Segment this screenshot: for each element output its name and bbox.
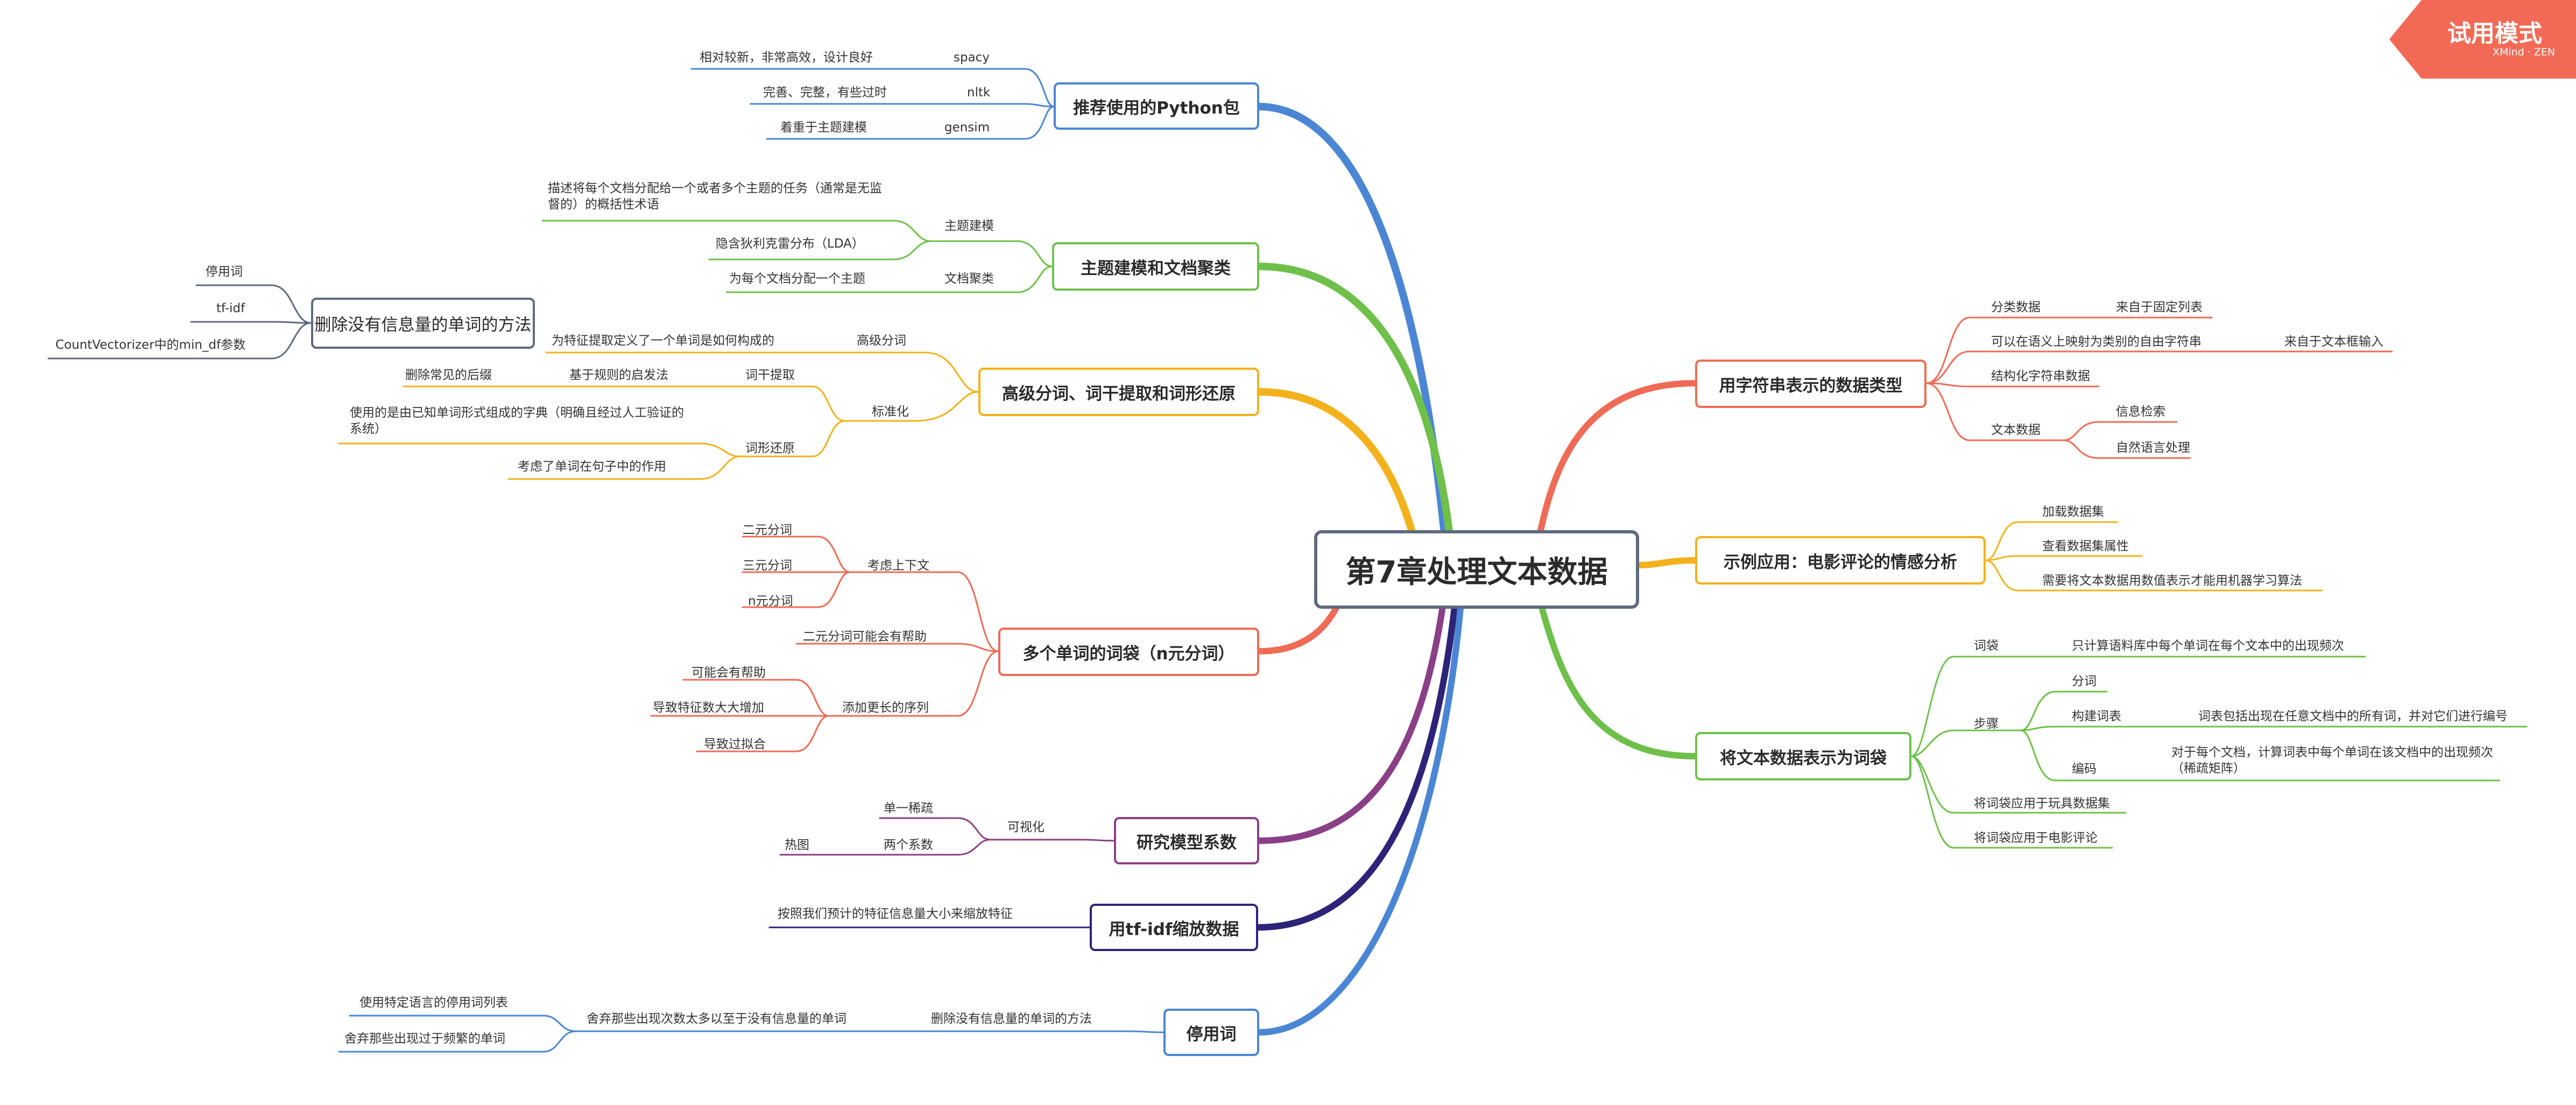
- branch-topic: [1255, 263, 1457, 572]
- branch-stop: [1256, 567, 1467, 1036]
- leaf-doc-clustering[interactable]: 文档聚类: [944, 272, 994, 286]
- leaf-may-help[interactable]: 可能会有帮助: [691, 666, 766, 680]
- branch-python: [1255, 103, 1451, 572]
- leaf-stemming[interactable]: 词干提取: [745, 368, 795, 382]
- leaf-min-df[interactable]: CountVectorizer中的min_df参数: [55, 338, 246, 352]
- leaf-dataset-attrs[interactable]: 查看数据集属性: [2042, 539, 2129, 553]
- topic-topic-modeling[interactable]: 主题建模和文档聚类: [1052, 242, 1259, 291]
- leaf-build-vocab[interactable]: 构建词表: [2072, 709, 2121, 723]
- branch-string: [1536, 380, 1698, 541]
- leaf-topic-modeling[interactable]: 主题建模: [944, 219, 994, 233]
- leaf-visualize[interactable]: 可视化: [1007, 820, 1044, 834]
- leaf-stop-list[interactable]: 使用特定语言的停用词列表: [359, 996, 508, 1010]
- leaf-build-vocab-desc[interactable]: 词表包括出现在任意文档中的所有词，并对它们进行编号: [2198, 709, 2508, 723]
- leaf-stemming-method[interactable]: 基于规则的启发法: [569, 368, 668, 382]
- central-topic[interactable]: 第7章处理文本数据: [1314, 530, 1639, 609]
- leaf-steps[interactable]: 步骤: [1974, 717, 1999, 731]
- leaf-normalization[interactable]: 标准化: [872, 405, 909, 419]
- branch-advanced: [1255, 388, 1424, 572]
- leaf-free-string-desc[interactable]: 来自于文本框输入: [2284, 335, 2383, 349]
- trial-badge-title: 试用模式: [2447, 20, 2542, 47]
- leaf-bigram[interactable]: 二元分词: [743, 523, 792, 537]
- leaf-bow-desc[interactable]: 只计算语料库中每个单词在每个文本中的出现频次: [2072, 639, 2344, 653]
- leaf-bigram-help[interactable]: 二元分词可能会有帮助: [803, 630, 927, 644]
- topic-model-coefficients[interactable]: 研究模型系数: [1114, 817, 1259, 864]
- leaf-tfidf-desc[interactable]: 按照我们预计的特征信息量大小来缩放特征: [778, 907, 1013, 921]
- leaf-encode-desc[interactable]: 对于每个文档，计算词表中每个单词在该文档中的出现频次（稀疏矩阵）: [2171, 745, 2493, 776]
- leaf-lemmatization[interactable]: 词形还原: [745, 441, 795, 455]
- leaf-nltk-desc[interactable]: 完善、完整，有些过时: [763, 86, 887, 100]
- leaf-spacy-desc[interactable]: 相对较新，非常高效，设计良好: [700, 51, 873, 65]
- leaf-context[interactable]: 考虑上下文: [867, 559, 929, 573]
- leaf-topic-modeling-desc[interactable]: 描述将每个文档分配给一个或者多个主题的任务（通常是无监督的）的概括性术语: [548, 181, 882, 212]
- leaf-lda[interactable]: 隐含狄利克雷分布（LDA）: [716, 237, 864, 251]
- leaf-tfidf[interactable]: tf-idf: [216, 301, 245, 315]
- branch-tfidf: [1255, 567, 1462, 931]
- topic-remove-uninformative[interactable]: 删除没有信息量的单词的方法: [311, 298, 535, 349]
- leaf-stop-frequent[interactable]: 舍弃那些出现过于频繁的单词: [344, 1032, 505, 1046]
- leaf-movie-reviews[interactable]: 将词袋应用于电影评论: [1974, 831, 2098, 845]
- leaf-heatmap[interactable]: 热图: [785, 838, 809, 852]
- leaf-more-features[interactable]: 导致特征数大大增加: [653, 701, 764, 715]
- topic-bag-of-ngrams[interactable]: 多个单词的词袋（n元分词）: [998, 628, 1259, 676]
- topic-string-types[interactable]: 用字符串表示的数据类型: [1695, 360, 1926, 408]
- leaf-overfitting[interactable]: 导致过拟合: [704, 737, 766, 751]
- leaf-stop-discard[interactable]: 舍弃那些出现次数太多以至于没有信息量的单词: [587, 1012, 846, 1026]
- leaf-stopwords[interactable]: 停用词: [206, 265, 243, 279]
- topic-python-packages[interactable]: 推荐使用的Python包: [1054, 82, 1259, 130]
- leaf-two-coef[interactable]: 两个系数: [884, 838, 933, 852]
- trial-badge: [2389, 0, 2576, 79]
- leaf-nlp[interactable]: 自然语言处理: [2116, 441, 2190, 455]
- leaf-single-sparse[interactable]: 单一稀疏: [884, 801, 933, 815]
- topic-bag-of-words[interactable]: 将文本数据表示为词袋: [1695, 732, 1911, 780]
- leaf-stop-method[interactable]: 删除没有信息量的单词的方法: [931, 1012, 1092, 1026]
- branch-bow: [1536, 594, 1698, 759]
- leaf-stemming-desc[interactable]: 删除常见的后缀: [405, 368, 492, 382]
- leaf-advanced-tok[interactable]: 高级分词: [857, 334, 906, 348]
- leaf-doc-clustering-desc[interactable]: 为每个文档分配一个主题: [729, 272, 865, 286]
- leaf-info-retrieval[interactable]: 信息检索: [2116, 405, 2165, 419]
- leaf-gensim-desc[interactable]: 着重于主题建模: [780, 121, 867, 135]
- leaf-nltk[interactable]: nltk: [967, 86, 991, 100]
- topic-tfidf[interactable]: 用tf-idf缩放数据: [1090, 904, 1258, 951]
- leaf-categorical[interactable]: 分类数据: [1991, 300, 2041, 314]
- leaf-toy-dataset[interactable]: 将词袋应用于玩具数据集: [1974, 797, 2110, 811]
- leaf-spacy[interactable]: spacy: [954, 51, 990, 65]
- branch-sentiment: [1636, 557, 1698, 568]
- branch-coef: [1256, 567, 1451, 844]
- leaf-advanced-tok-desc[interactable]: 为特征提取定义了一个单词是如何构成的: [552, 334, 774, 348]
- leaf-encode[interactable]: 编码: [2072, 762, 2097, 776]
- leaf-longer-seq[interactable]: 添加更长的序列: [842, 701, 929, 715]
- leaf-lemmatization-desc2[interactable]: 考虑了单词在句子中的作用: [518, 460, 666, 474]
- leaf-categorical-desc[interactable]: 来自于固定列表: [2116, 300, 2203, 314]
- leaf-trigram[interactable]: 三元分词: [743, 559, 792, 573]
- topic-stopwords[interactable]: 停用词: [1163, 1009, 1259, 1056]
- leaf-load-dataset[interactable]: 加载数据集: [2042, 505, 2104, 519]
- trial-badge-subtitle: XMind · ZEN: [2493, 46, 2556, 58]
- leaf-text-data[interactable]: 文本数据: [1991, 423, 2041, 437]
- leaf-lemmatization-desc1[interactable]: 使用的是由已知单词形式组成的字典（明确且经过人工验证的系统）: [350, 406, 684, 436]
- leaf-bow[interactable]: 词袋: [1974, 639, 1999, 653]
- leaf-numeric-repr[interactable]: 需要将文本数据用数值表示才能用机器学习算法: [2042, 574, 2302, 588]
- leaf-tokenize[interactable]: 分词: [2072, 674, 2097, 688]
- leaf-free-string[interactable]: 可以在语义上映射为类别的自由字符串: [1991, 335, 2201, 349]
- topic-advanced-tokenization[interactable]: 高级分词、词干提取和词形还原: [978, 368, 1259, 416]
- leaf-gensim[interactable]: gensim: [944, 121, 990, 135]
- topic-sentiment-analysis[interactable]: 示例应用：电影评论的情感分析: [1695, 536, 1986, 585]
- leaf-ngram[interactable]: n元分词: [748, 594, 793, 608]
- leaf-structured[interactable]: 结构化字符串数据: [1991, 369, 2090, 383]
